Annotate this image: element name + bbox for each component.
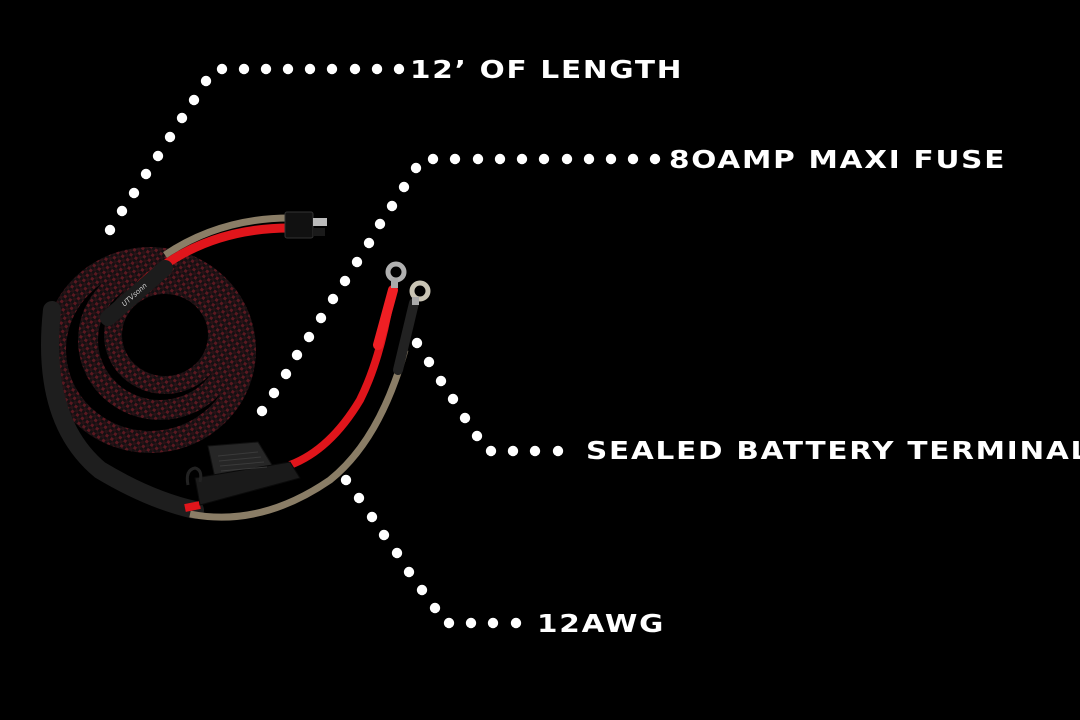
leader-dot [516,153,528,165]
leader-dot [435,375,447,387]
leader-dot [494,153,506,165]
leader-dot [386,200,398,212]
leader-dot [529,445,541,457]
sae-connector [284,211,327,239]
leader-dot [429,602,441,614]
leader-dot [353,492,365,504]
ring-terminal-positive [385,261,407,288]
leader-dot [116,205,128,217]
leader-dot [465,617,477,629]
leader-dot [391,547,403,559]
leader-dot [366,511,378,523]
leader-dot [315,312,327,324]
heatshrink-sleeve-top [100,260,173,326]
leader-dot [447,393,459,405]
wire-red-fuse-left [184,501,201,512]
leader-dot [200,75,212,87]
leader-dot [627,153,639,165]
leader-dot [268,387,280,399]
leader-dot [216,63,228,75]
leader-dot [427,153,439,165]
leader-dot [238,63,250,75]
leader-dot [411,337,423,349]
leader-dot [538,153,550,165]
leader-dot [363,237,375,249]
leader-dot [188,94,200,106]
leader-dot [649,153,661,165]
leader-dot [256,405,268,417]
leader-dot [104,224,116,236]
leader-dot [485,445,497,457]
leader-dot [561,153,573,165]
leader-dot [423,356,435,368]
leader-dot [374,218,386,230]
leader-dot [398,181,410,193]
leader-dot [410,162,422,174]
wire-tan-connector-lead [163,214,291,258]
callout-leader-lines [104,63,661,629]
leader-dot [260,63,272,75]
leader-dot [552,445,564,457]
leader-dot [128,187,140,199]
leader-dot [326,63,338,75]
ring-terminal-negative [409,280,431,305]
leader-dot [443,617,455,629]
leader-dot [507,445,519,457]
wire-tan-lower [189,349,409,521]
leader-line-terminals [411,337,564,457]
leader-dot [304,63,316,75]
leader-dot [327,293,339,305]
leader-dot [339,275,351,287]
leader-dot [487,617,499,629]
leader-dot [340,474,352,486]
heatshrink-black [393,298,419,375]
leader-dot [583,153,595,165]
leader-dot [378,529,390,541]
callout-fuse-label: 8OAMP MAXI FUSE [669,145,1007,174]
leader-dot [291,349,303,361]
leader-dot [472,153,484,165]
leader-dot [471,430,483,442]
heatshrink-red [373,285,398,350]
leader-dot [416,584,428,596]
leader-dot [349,63,361,75]
leader-dot [510,617,522,629]
leader-dot [351,256,363,268]
leader-dot [282,63,294,75]
leader-dot [140,168,152,180]
maxi-fuse-holder [185,441,301,506]
leader-dot [371,63,383,75]
leader-dot [449,153,461,165]
leader-dot [403,566,415,578]
leader-dot [393,63,405,75]
wire-red-lower [288,299,394,469]
callout-terminals-label: SEALED BATTERY TERMINALS [586,436,1080,465]
leader-line-gauge [340,474,522,629]
leader-dot [605,153,617,165]
heatshrink-sleeve-bottom [41,301,204,519]
coil-inner [104,276,226,394]
leader-dot [280,368,292,380]
leader-dot [164,131,176,143]
leader-dot [459,412,471,424]
callout-length-label: 12’ OF LENGTH [410,55,684,84]
leader-dot [176,112,188,124]
leader-line-length [104,63,405,236]
leader-dot [152,150,164,162]
leader-line-fuse [256,153,661,417]
leader-dot [303,331,315,343]
callout-gauge-label: 12AWG [537,609,666,638]
